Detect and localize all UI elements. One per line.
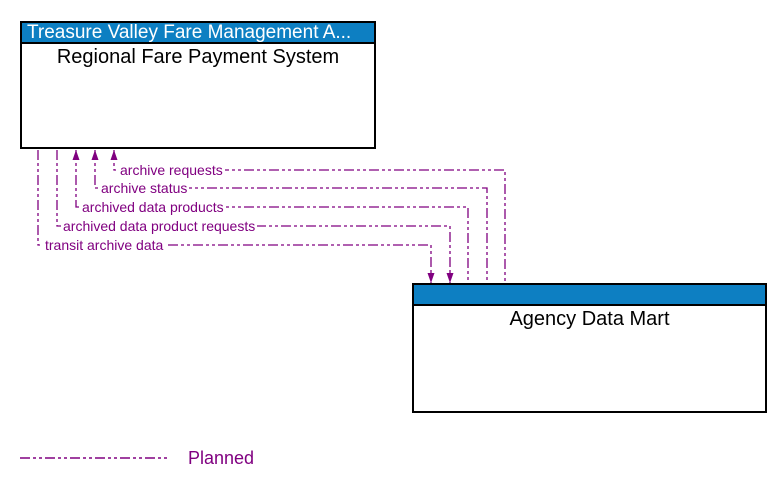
- flow-arrow-down-archived-data-product-requests-icon: [446, 273, 454, 283]
- flow-line-archived-data-products: [75, 150, 469, 283]
- flow-line-archived-data-product-requests: [56, 150, 451, 283]
- flow-label-transit-archive-data[interactable]: transit archive data: [43, 237, 166, 253]
- system-name: Agency Data Mart: [509, 308, 670, 330]
- system-box-regional-fare-payment-system[interactable]: Treasure Valley Fare Management A... Reg…: [20, 21, 376, 149]
- system-name: Regional Fare Payment System: [56, 46, 340, 68]
- flow-line-archive-status: [94, 150, 488, 283]
- flow-label-archived-data-product-requests[interactable]: archived data product requests: [61, 218, 258, 234]
- system-box-agency-data-mart[interactable]: Agency Data Mart: [412, 283, 767, 413]
- flow-label-archived-data-products[interactable]: archived data products: [80, 199, 226, 215]
- flow-label-archive-requests[interactable]: archive requests: [118, 162, 225, 178]
- flow-line-transit-archive-data: [37, 150, 432, 283]
- system-box-title-bar: Treasure Valley Fare Management A...: [22, 23, 374, 44]
- flow-arrow-down-transit-archive-data-icon: [427, 273, 435, 283]
- flow-arrow-up-archive-status-icon: [91, 150, 99, 160]
- flow-arrow-up-archive-requests-icon: [110, 150, 118, 160]
- legend-planned-label: Planned: [188, 448, 255, 468]
- flow-arrow-up-archived-data-products-icon: [72, 150, 80, 160]
- flow-label-archive-status[interactable]: archive status: [99, 180, 190, 196]
- system-box-title-bar: [414, 285, 765, 306]
